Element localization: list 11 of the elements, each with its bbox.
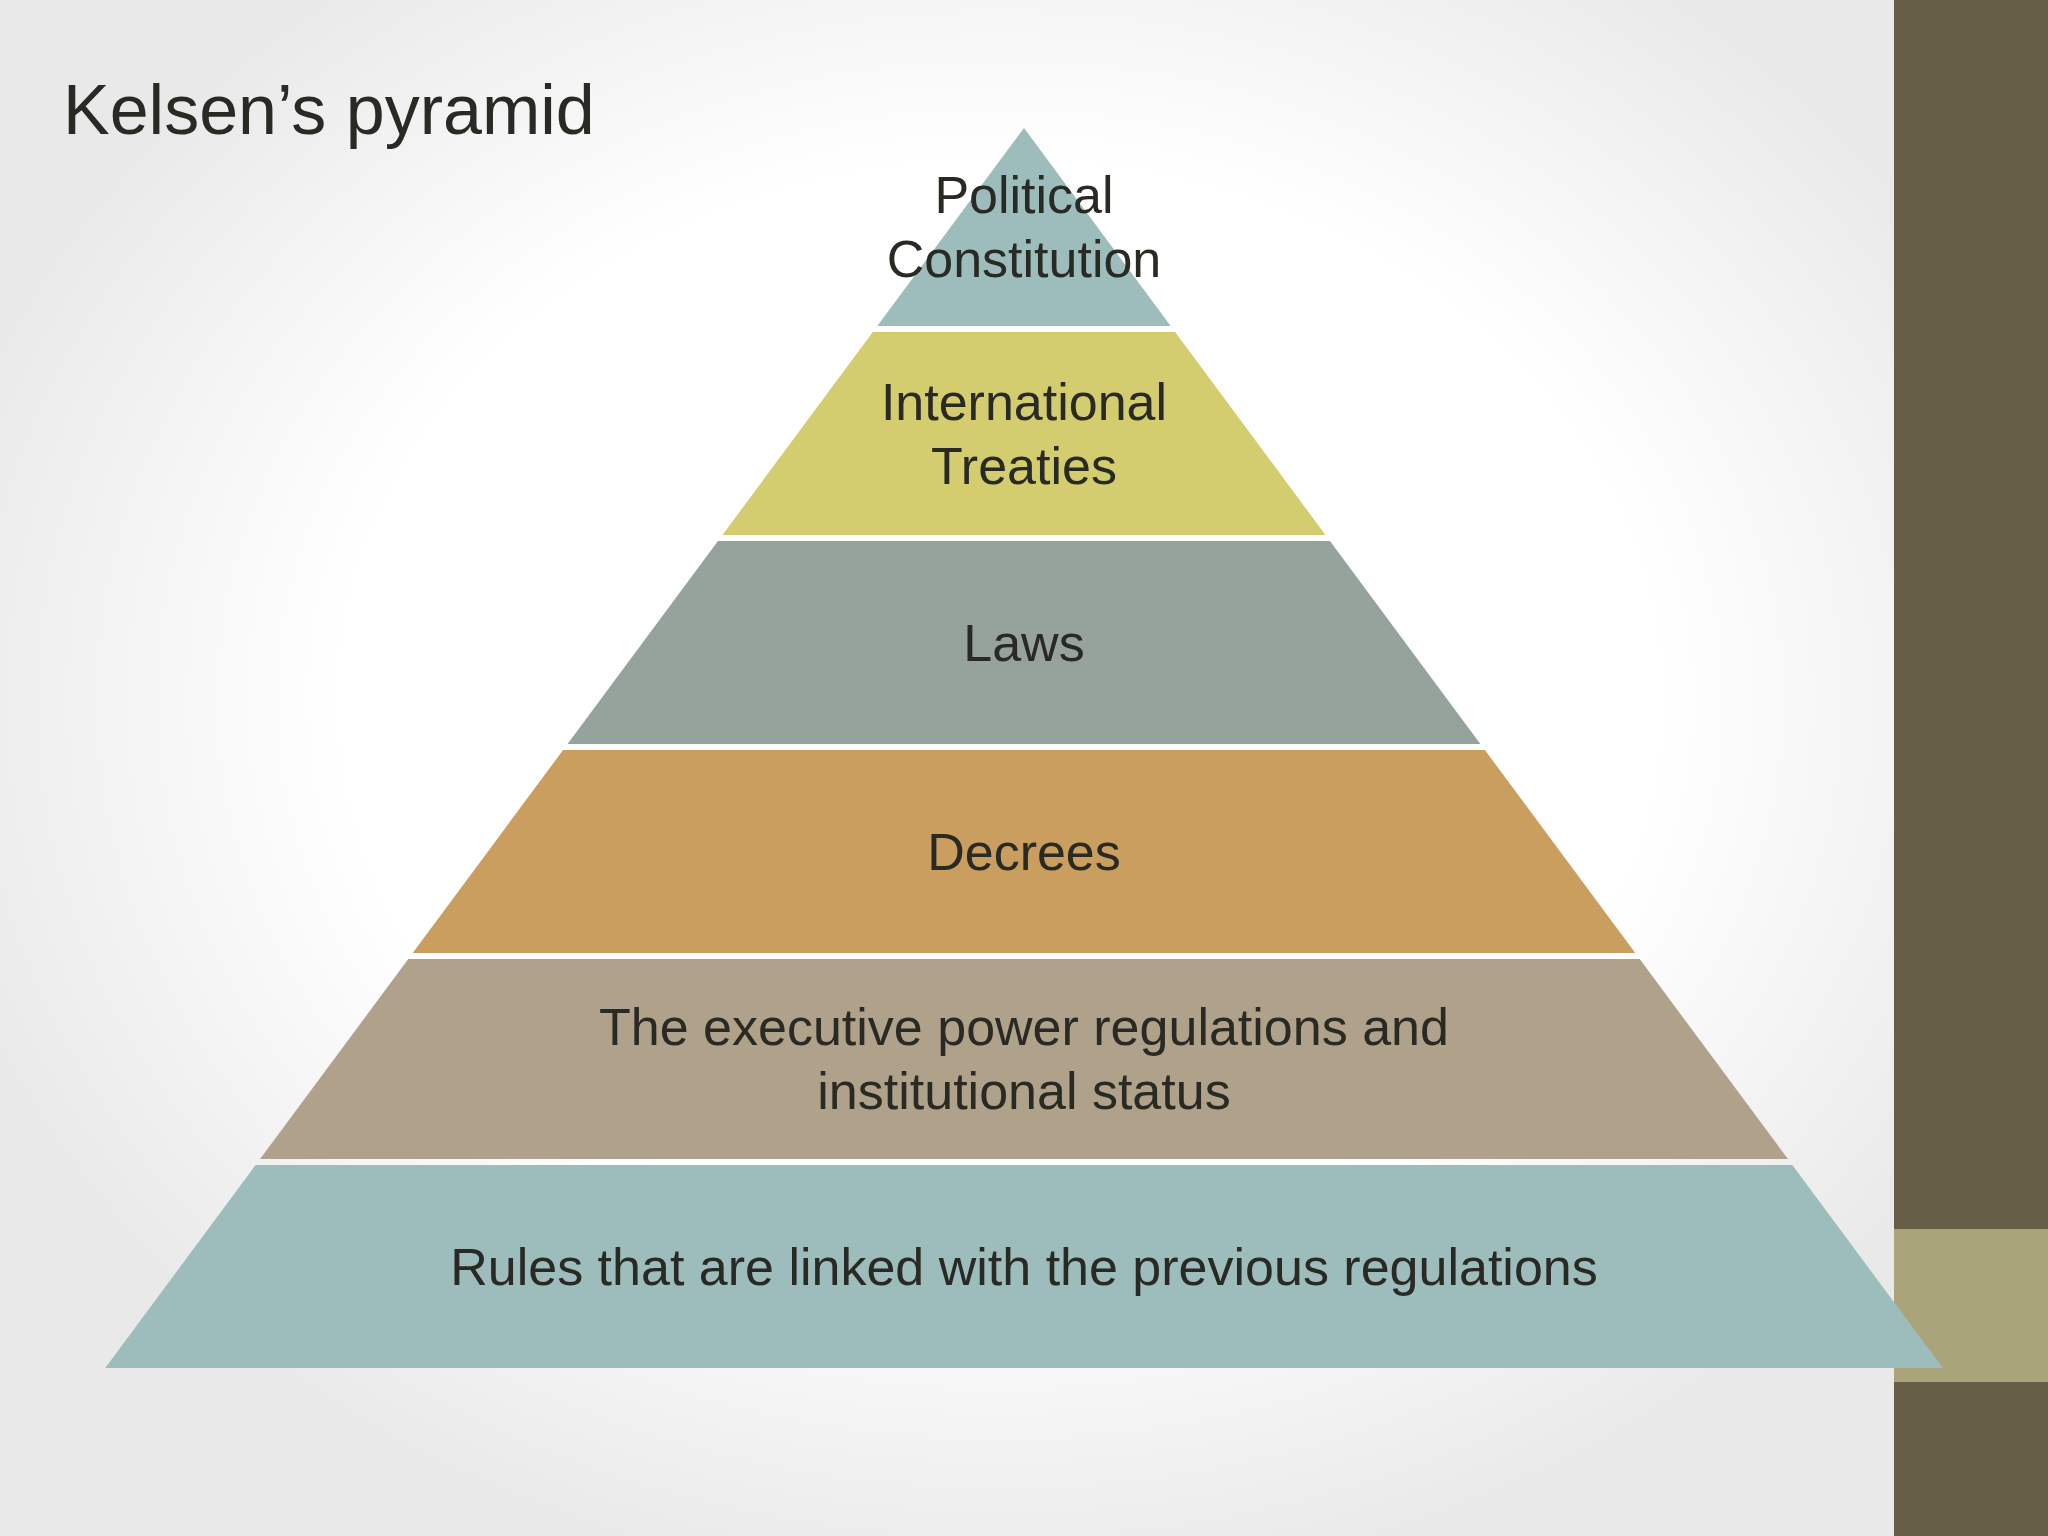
pyramid-tier: [567, 541, 1481, 744]
pyramid-tier: [412, 750, 1636, 953]
slide-title: Kelsen’s pyramid: [63, 70, 595, 151]
pyramid-tier: [722, 332, 1326, 535]
pyramid-tier: [105, 1165, 1943, 1368]
tier-label: Rules that are linked with the previous regulations: [449, 1236, 1599, 1298]
tier-label: International Treaties: [879, 371, 1169, 497]
tier-label: Laws: [962, 612, 1086, 674]
tier-label: The executive power regulations and institutional status: [598, 997, 1450, 1122]
pyramid-tier: [260, 959, 1788, 1159]
tier-label: Decrees: [926, 821, 1122, 883]
